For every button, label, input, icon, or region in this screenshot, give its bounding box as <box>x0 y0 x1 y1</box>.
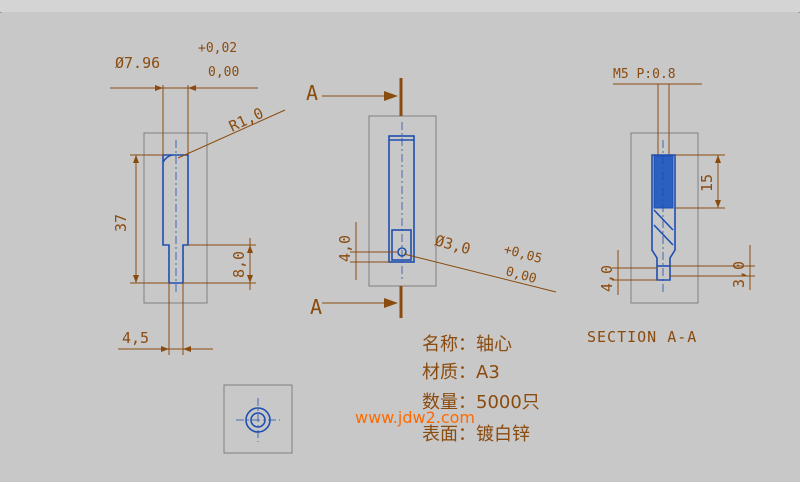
watermark: www.jdw2.com <box>355 408 475 427</box>
depth-label: 15 <box>698 174 716 192</box>
arrow-head <box>161 346 169 352</box>
arrow-head <box>247 245 253 253</box>
section-letter-top: A <box>306 81 318 105</box>
radius-leader <box>177 109 286 159</box>
left-view-frame <box>143 132 208 304</box>
arrow-head <box>183 346 191 352</box>
tol-lower: 0,00 <box>208 65 239 80</box>
radius-label: R1,0 <box>226 104 266 136</box>
section-letter-bottom: A <box>310 295 322 319</box>
arrow-head <box>247 275 253 283</box>
section-view: M5 P:0.8 15 4,0 3,0 SECTION A <box>587 67 755 346</box>
shaft-chamfer <box>162 154 173 163</box>
thread-label: M5 P:0.8 <box>613 67 676 82</box>
section-caption: SECTION A-A <box>587 328 697 346</box>
end-view <box>223 384 293 454</box>
note-quantity: 数量：5000只 <box>422 392 540 413</box>
arrow-head <box>133 155 139 163</box>
section-outline <box>651 154 676 281</box>
length-label: 37 <box>112 214 130 232</box>
mid-offset-label: 4,0 <box>336 235 354 262</box>
cross-hole-slot <box>391 229 412 261</box>
step-label: 8,0 <box>230 251 248 278</box>
arrow-head <box>133 275 139 283</box>
middle-view: A A Ø3,0 +0,05 0,00 4,0 <box>306 78 557 319</box>
right-offset-label: 4,0 <box>598 265 616 292</box>
note-name: 名称：轴心 <box>422 334 512 355</box>
shaft-outline <box>388 135 415 263</box>
hole-label: Ø3,0 <box>433 231 473 258</box>
threaded-bore <box>653 155 674 209</box>
left-view: Ø7.96 +0,02 0,00 R1,0 37 8,0 <box>110 41 286 355</box>
hatch-line <box>653 209 674 231</box>
arrow-head <box>384 298 398 308</box>
arrow-head <box>188 85 196 91</box>
section-view-frame <box>630 132 699 304</box>
dia-label: Ø7.96 <box>115 54 160 72</box>
note-surface: 表面：镀白锌 <box>422 424 530 445</box>
hole-leader <box>403 253 557 293</box>
tol-upper: +0,02 <box>198 41 237 56</box>
right-step-label: 3,0 <box>730 261 748 288</box>
shaft-outline <box>162 154 189 284</box>
hole-tol-upper: +0,05 <box>502 242 544 267</box>
hatch-line <box>653 224 674 246</box>
bottom-label: 4,5 <box>122 329 149 347</box>
note-material: 材质：A3 <box>422 362 500 383</box>
notes-block: 名称：轴心 材质：A3 数量：5000只 表面：镀白锌 <box>422 334 540 445</box>
arrow-head <box>715 155 721 163</box>
end-view-frame <box>223 384 293 454</box>
arrow-head <box>384 91 398 101</box>
arrow-head <box>155 85 163 91</box>
arrow-head <box>715 200 721 208</box>
